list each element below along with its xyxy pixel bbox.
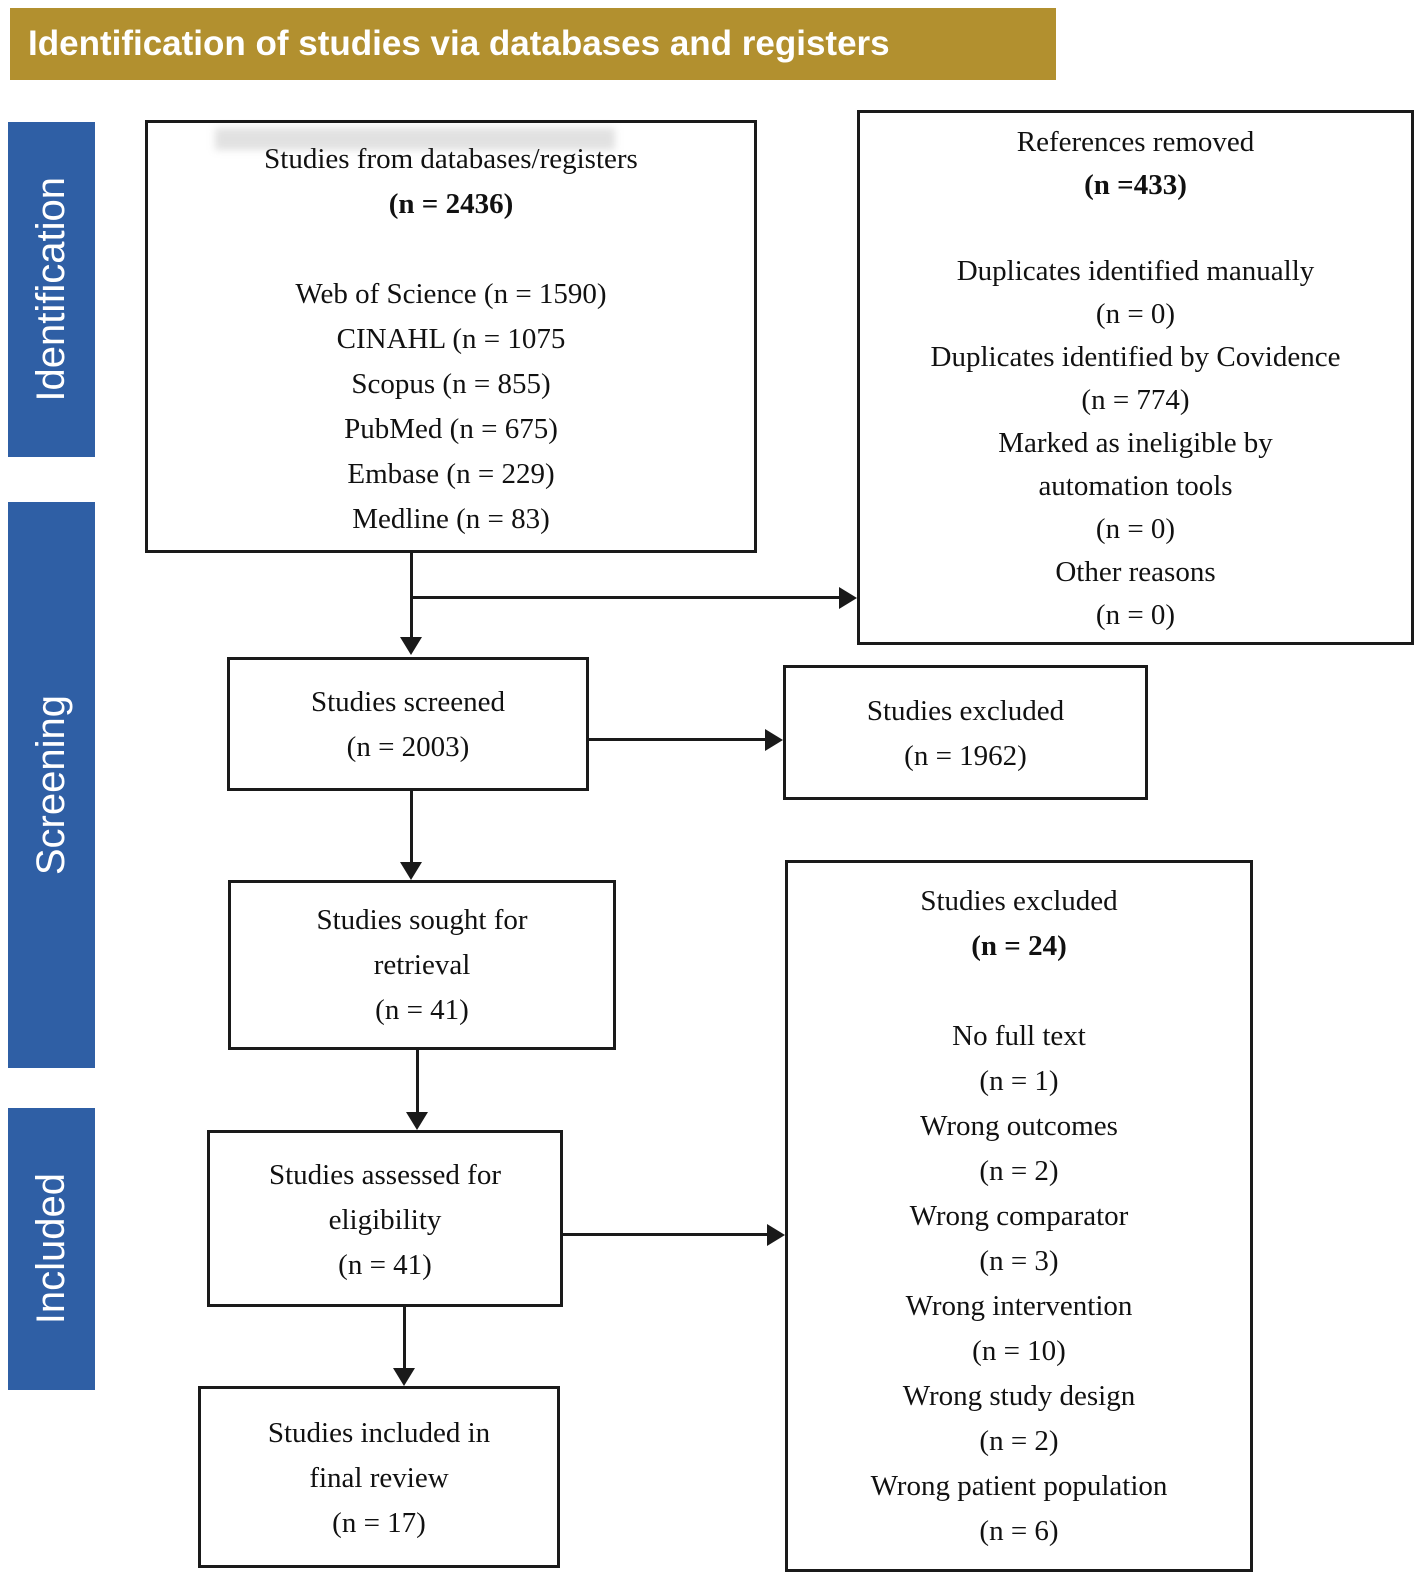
arrowhead-down-to-included bbox=[393, 1368, 415, 1386]
removed-ineligible-automation-count: (n = 0) bbox=[1095, 513, 1176, 545]
source-web-of-science: Web of Science (n = 1590) bbox=[295, 278, 607, 310]
box-sought-line2: retrieval bbox=[373, 949, 471, 981]
source-pubmed: PubMed (n = 675) bbox=[344, 413, 558, 445]
box-studies-excluded-eligibility: Studies excluded (n = 24) No full text (… bbox=[785, 860, 1253, 1572]
excl-wrong-comparator-count: (n = 3) bbox=[979, 1245, 1059, 1277]
box-studies-screened: Studies screened (n = 2003) bbox=[227, 657, 589, 791]
box-excl-screen-title: Studies excluded bbox=[866, 695, 1065, 727]
removed-duplicates-manual-count: (n = 0) bbox=[1095, 298, 1176, 330]
box-assessed-count: (n = 41) bbox=[338, 1249, 432, 1281]
box-excl-elig-count: (n = 24) bbox=[971, 930, 1067, 962]
excl-wrong-study-design-count: (n = 2) bbox=[979, 1425, 1059, 1457]
box-excl-elig-title: Studies excluded bbox=[920, 885, 1118, 917]
connector-sources-to-removed-line bbox=[412, 596, 840, 599]
excl-wrong-outcomes-count: (n = 2) bbox=[979, 1155, 1059, 1187]
arrowhead-down-to-screened bbox=[400, 637, 422, 655]
connector-sources-to-screened-line bbox=[410, 553, 413, 638]
excl-wrong-patient-population-count: (n = 6) bbox=[979, 1515, 1059, 1547]
arrowhead-down-to-sought bbox=[400, 862, 422, 880]
stage-bar-screening: Screening bbox=[8, 502, 95, 1068]
source-embase: Embase (n = 229) bbox=[347, 458, 555, 490]
excl-no-full-text-count: (n = 1) bbox=[979, 1065, 1059, 1097]
source-scopus: Scopus (n = 855) bbox=[351, 368, 551, 400]
box-removed-count: (n =433) bbox=[1084, 169, 1187, 201]
diagram-title-banner: Identification of studies via databases … bbox=[10, 8, 1056, 80]
box-studies-assessed: Studies assessed for eligibility (n = 41… bbox=[207, 1130, 563, 1307]
box-references-removed: References removed (n =433) Duplicates i… bbox=[857, 110, 1414, 645]
box-removed-title: References removed bbox=[1016, 126, 1255, 158]
excl-wrong-intervention: Wrong intervention bbox=[905, 1290, 1133, 1322]
source-medline: Medline (n = 83) bbox=[352, 503, 550, 535]
box-studies-from-databases: Studies from databases/registers (n = 24… bbox=[145, 120, 757, 553]
box-assessed-line2: eligibility bbox=[328, 1204, 442, 1236]
removed-duplicates-manual: Duplicates identified manually bbox=[956, 255, 1315, 287]
excl-wrong-study-design: Wrong study design bbox=[902, 1380, 1136, 1412]
box-screened-count: (n = 2003) bbox=[346, 731, 470, 763]
connector-assessed-to-included-line bbox=[403, 1307, 406, 1369]
excl-wrong-patient-population: Wrong patient population bbox=[870, 1470, 1168, 1502]
box-included-count: (n = 17) bbox=[332, 1507, 426, 1539]
connector-screened-to-excluded-line bbox=[589, 738, 766, 741]
box-excl-screen-count: (n = 1962) bbox=[904, 740, 1027, 772]
box-sought-line1: Studies sought for bbox=[316, 904, 528, 936]
box-studies-sought-retrieval: Studies sought for retrieval (n = 41) bbox=[228, 880, 616, 1050]
excl-wrong-comparator: Wrong comparator bbox=[909, 1200, 1129, 1232]
removed-ineligible-automation-2: automation tools bbox=[1038, 470, 1233, 502]
arrowhead-right-to-excluded-screening bbox=[765, 729, 783, 751]
box-screened-title: Studies screened bbox=[310, 686, 506, 718]
spacer-line bbox=[788, 969, 1250, 1014]
stage-label-included: Included bbox=[29, 1173, 73, 1325]
connector-sought-to-assessed-line bbox=[416, 1050, 419, 1113]
box-included-line1: Studies included in bbox=[267, 1417, 491, 1449]
box-sources-count: (n = 2436) bbox=[388, 188, 514, 220]
arrowhead-right-to-excluded-eligibility bbox=[767, 1224, 785, 1246]
stage-bar-included: Included bbox=[8, 1108, 95, 1390]
removed-other-reasons: Other reasons bbox=[1055, 556, 1216, 588]
arrowhead-right-to-removed bbox=[839, 587, 857, 609]
excl-no-full-text: No full text bbox=[952, 1020, 1086, 1052]
blurred-text-artifact bbox=[215, 128, 615, 150]
stage-label-screening: Screening bbox=[29, 694, 73, 876]
stage-label-identification: Identification bbox=[29, 177, 73, 402]
box-sources-title: Studies from databases/registers bbox=[264, 143, 638, 175]
box-studies-included: Studies included in final review (n = 17… bbox=[198, 1386, 560, 1568]
box-included-line2: final review bbox=[309, 1462, 449, 1494]
excl-wrong-outcomes: Wrong outcomes bbox=[920, 1110, 1118, 1142]
excl-wrong-intervention-count: (n = 10) bbox=[972, 1335, 1066, 1367]
removed-other-reasons-count: (n = 0) bbox=[1095, 599, 1176, 631]
box-assessed-line1: Studies assessed for bbox=[269, 1159, 501, 1191]
stage-bar-identification: Identification bbox=[8, 122, 95, 457]
spacer-line bbox=[148, 227, 754, 272]
connector-assessed-to-excluded-line bbox=[563, 1233, 768, 1236]
box-studies-excluded-screening: Studies excluded (n = 1962) bbox=[783, 665, 1148, 800]
source-cinahl: CINAHL (n = 1075 bbox=[336, 323, 566, 355]
removed-duplicates-covidence: Duplicates identified by Covidence bbox=[930, 341, 1341, 373]
box-sought-count: (n = 41) bbox=[375, 994, 469, 1026]
arrowhead-down-to-assessed bbox=[406, 1112, 428, 1130]
removed-duplicates-covidence-count: (n = 774) bbox=[1081, 384, 1190, 416]
removed-ineligible-automation-1: Marked as ineligible by bbox=[998, 427, 1273, 459]
spacer-line bbox=[860, 207, 1411, 250]
connector-screened-to-sought-line bbox=[410, 791, 413, 863]
